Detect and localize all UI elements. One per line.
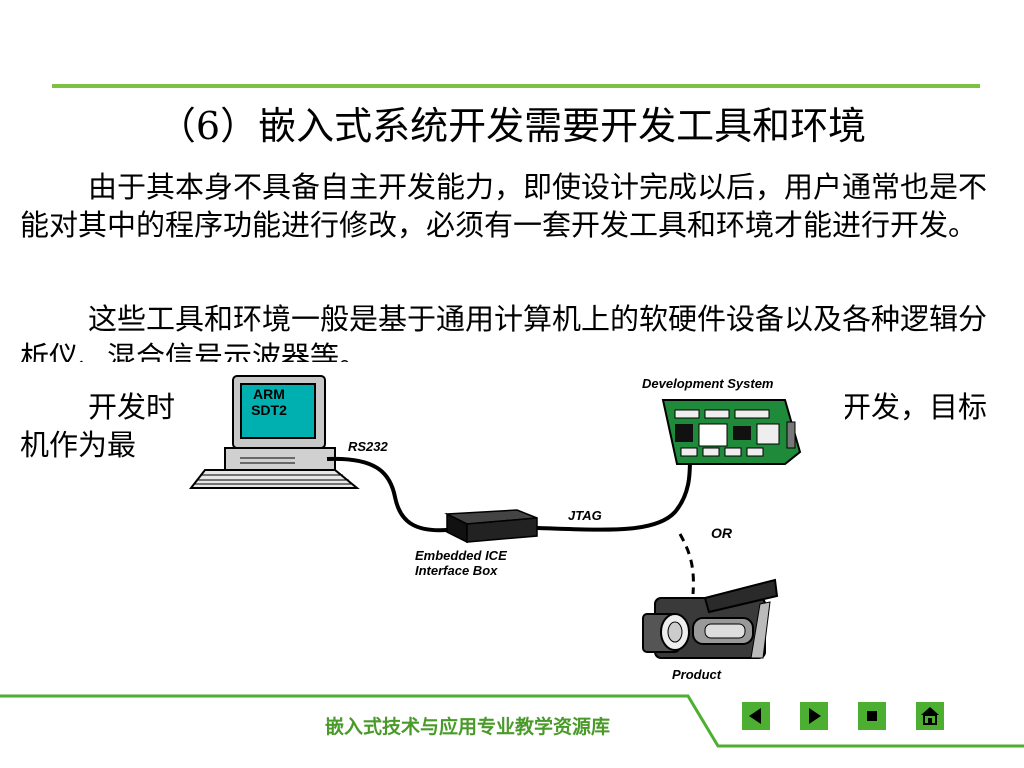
monitor-screen-text: ARM SDT2 — [241, 386, 297, 418]
label-product: Product — [672, 667, 722, 682]
label-embedded-ice: Embedded ICE Interface Box — [415, 548, 507, 578]
product-camcorder — [642, 578, 779, 659]
monitor-text-line1: ARM — [253, 386, 285, 402]
home-icon — [921, 707, 939, 725]
slide-title: （6）嵌入式系统开发需要开发工具和环境 — [157, 104, 867, 148]
development-diagram: ARM SDT2 Development System RS232 JTAG O… — [185, 362, 845, 694]
diagram-graphics — [185, 362, 845, 694]
ice-interface-box — [444, 509, 538, 544]
paragraph-2: 这些工具和环境一般是基于通用计算机上的软硬件设备以及各种逻辑分析仪、混合信号示波… — [20, 302, 988, 362]
paragraph-1: 由于其本身不具备自主开发能力，即使设计完成以后，用户通常也是不能对其中的程序功能… — [20, 170, 988, 242]
previous-icon — [749, 708, 761, 724]
stop-button[interactable] — [858, 702, 886, 730]
footer-divider-line — [0, 694, 1024, 748]
label-jtag: JTAG — [568, 508, 602, 523]
stop-icon — [867, 711, 877, 721]
next-button[interactable] — [800, 702, 828, 730]
top-divider-line — [52, 84, 980, 88]
label-ice-line2: Interface Box — [415, 563, 498, 578]
label-development-system: Development System — [642, 376, 774, 391]
label-or: OR — [711, 525, 732, 541]
label-rs232: RS232 — [348, 439, 388, 454]
home-button[interactable] — [916, 702, 944, 730]
host-computer — [188, 375, 360, 489]
previous-button[interactable] — [742, 702, 770, 730]
footer-resource-label: 嵌入式技术与应用专业教学资源库 — [325, 716, 611, 738]
label-ice-line1: Embedded ICE — [415, 548, 507, 563]
development-board — [661, 399, 802, 465]
next-icon — [809, 708, 821, 724]
monitor-text-line2: SDT2 — [251, 402, 287, 418]
